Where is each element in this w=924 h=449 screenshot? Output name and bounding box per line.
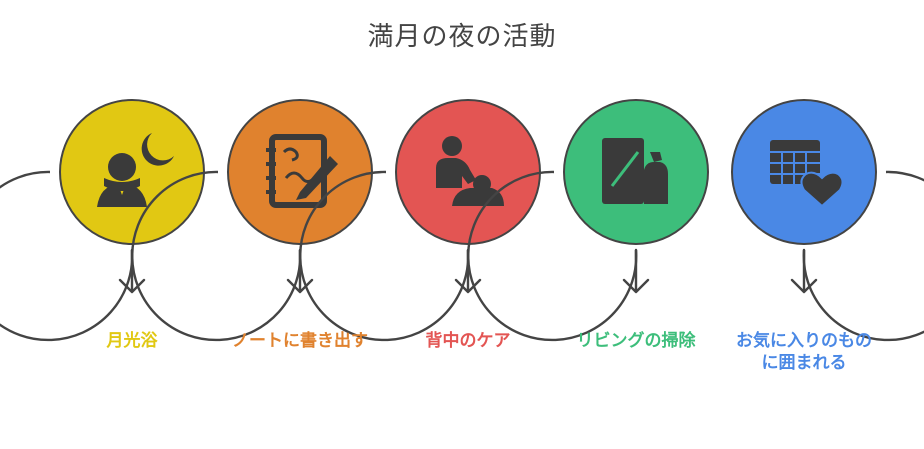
connector-arc-1 [0, 170, 134, 342]
step-label-4: リビングの掃除 [576, 331, 696, 351]
cleaning-spray-icon [602, 138, 668, 204]
connector-arc-4 [467, 170, 638, 342]
step-2 [131, 99, 373, 342]
step-label-3: 背中のケア [425, 331, 511, 351]
back-massage-icon [436, 136, 504, 206]
step-label-5: お気に入りのものに囲まれる [736, 331, 872, 373]
heart-grid-icon [770, 140, 844, 208]
connector-arc-3 [299, 170, 470, 342]
woman-moon-icon [97, 133, 174, 207]
step-circle-2 [227, 99, 373, 245]
step-label-1: 月光浴 [106, 331, 158, 351]
step-4 [467, 99, 709, 342]
diagram-title: 満月の夜の活動 [367, 22, 557, 52]
step-label-2: ノートに書き出す [232, 331, 368, 351]
step-1 [0, 99, 205, 342]
connector-arc-2 [131, 170, 302, 342]
arrow-down-4 [622, 248, 650, 294]
step-5 [731, 99, 924, 342]
connector-arc-5 [802, 170, 924, 342]
arrow-down-5 [790, 248, 818, 294]
notebook-pen-icon [266, 134, 338, 208]
